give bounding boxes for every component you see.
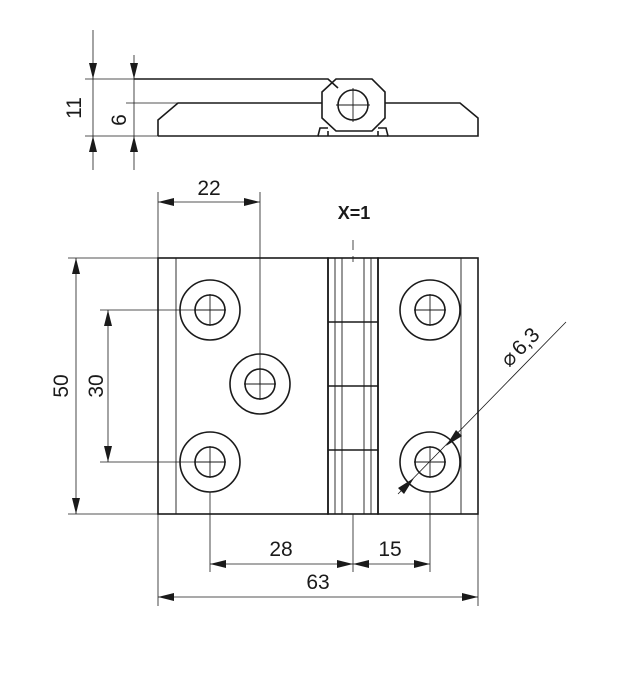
- dim-thickness-total: 11: [63, 97, 86, 119]
- dim-height-total: 50: [50, 374, 73, 397]
- dim-thickness-leaf: 6: [108, 114, 131, 126]
- side-view: 11 6: [63, 30, 479, 170]
- dim-width-total: 63: [306, 571, 329, 594]
- dim-22: 22: [157, 177, 261, 384]
- dim-width-to-hole: 22: [197, 177, 220, 200]
- dim-hole-to-axis: 28: [269, 538, 292, 561]
- front-view: [157, 257, 479, 515]
- side-left-leaf: [157, 102, 322, 136]
- dim-hole-diameter: ⌀6,3: [397, 321, 567, 495]
- svg-text:⌀6,3: ⌀6,3: [496, 323, 544, 371]
- dim-axis-to-hole: 15: [378, 538, 401, 561]
- side-right-leaf: [378, 102, 479, 137]
- dim-50: 50: [50, 257, 158, 515]
- side-left-bottom: [158, 127, 328, 137]
- side-top-edge: [134, 78, 339, 89]
- side-knuckle: [321, 78, 386, 132]
- dim-bottom: 28 15 63: [157, 492, 479, 606]
- dim-hole-spacing: 30: [85, 374, 108, 397]
- dim-30: 30: [85, 309, 210, 463]
- right-leaf-outline: [377, 257, 479, 515]
- note-label: X=1: [338, 203, 371, 223]
- hole-top-right: [399, 279, 461, 341]
